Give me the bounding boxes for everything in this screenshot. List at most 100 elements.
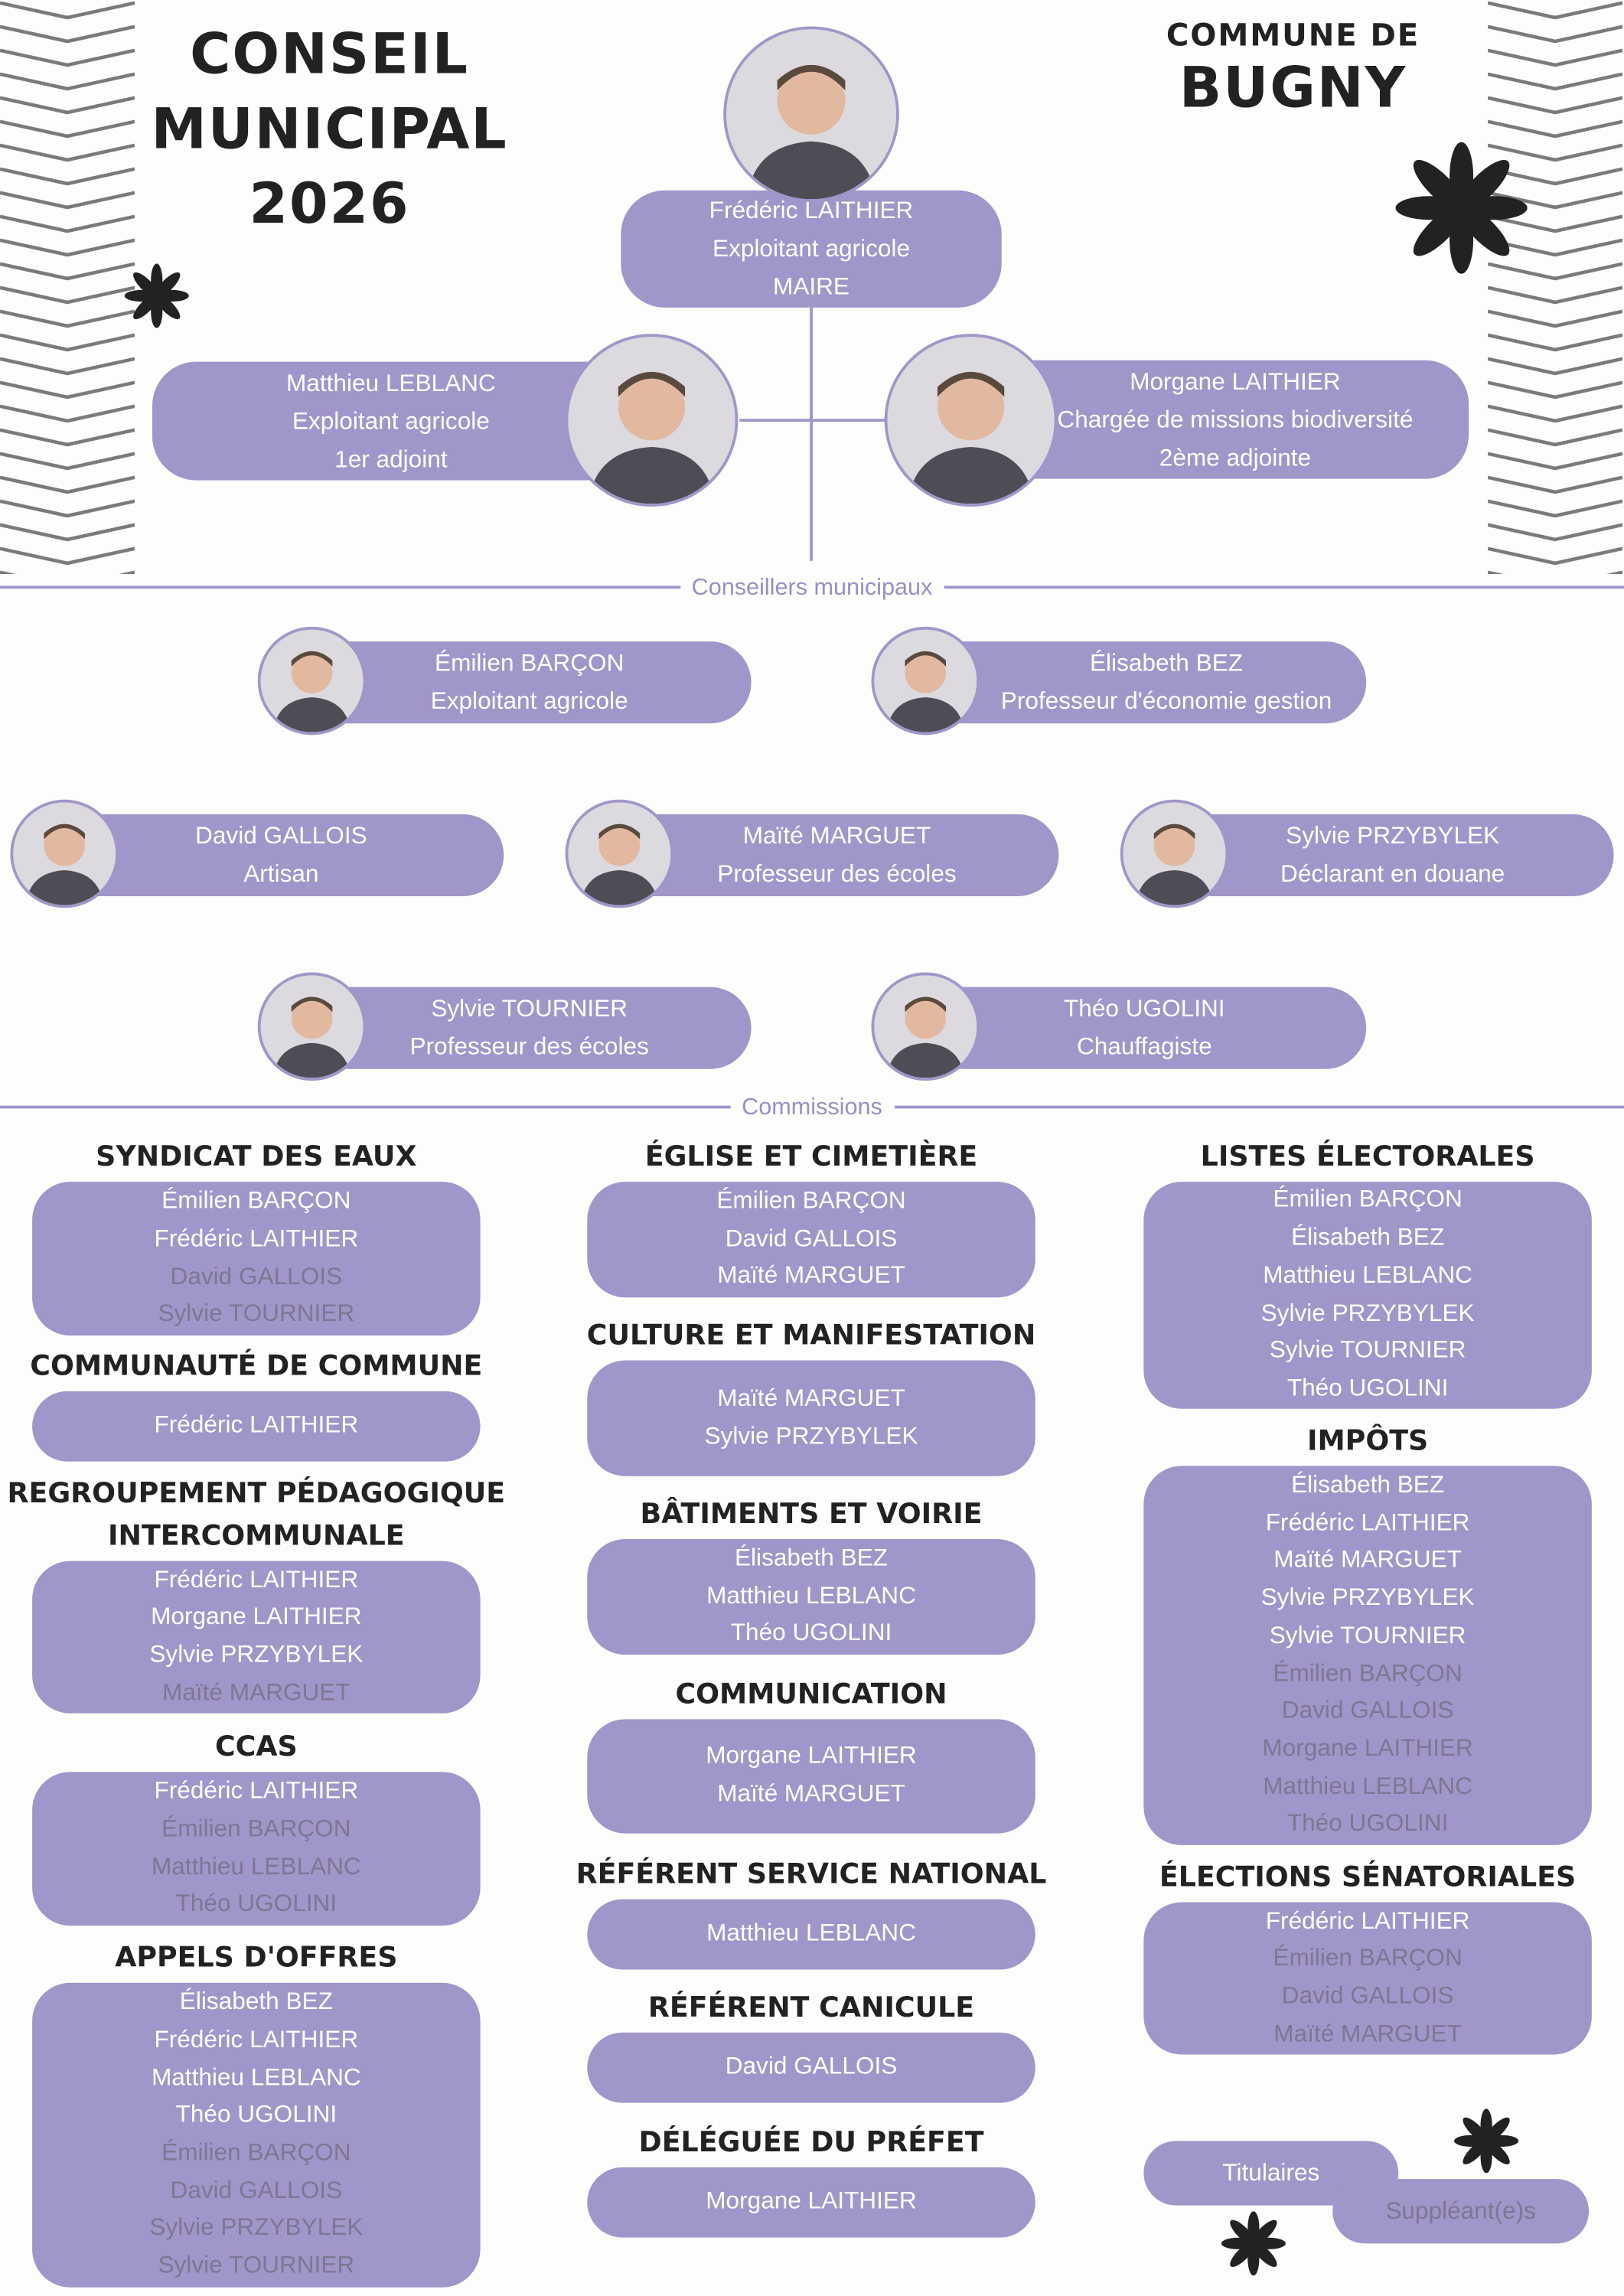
member-titulaire: Maïté MARGUET: [717, 1384, 905, 1412]
legend-titulaires-label: Titulaires: [1222, 2160, 1320, 2187]
commission-title: SYNDICAT DES EAUX: [96, 1140, 417, 1173]
commission-members: David GALLOIS: [587, 2032, 1035, 2103]
commission-title: ÉLECTIONS SÉNATORIALES: [1159, 1861, 1577, 1894]
member-titulaire: Frédéric LAITHIER: [154, 1566, 359, 1593]
member-titulaire: Sylvie PRZYBYLEK: [704, 1422, 918, 1450]
commission-title: RÉFÉRENT CANICULE: [647, 1991, 975, 2024]
section-label-conseillers: Conseillers municipaux: [680, 575, 944, 602]
commission-members: Élisabeth BEZ Matthieu LEBLANC Théo UGOLIN…: [587, 1538, 1035, 1655]
conseiller-photo: [1120, 799, 1229, 908]
member-suppleant: Sylvie TOURNIER: [158, 2252, 355, 2279]
commission-communaute-de-commune: COMMUNAUTÉ DE COMMUNE Frédéric LAITHIER: [30, 1345, 482, 1462]
conseiller-card: Sylvie PRZYBYLEK Déclarant en douane: [1171, 814, 1614, 897]
conseiller-card: Sylvie TOURNIER Professeur des écoles: [307, 987, 752, 1069]
member-titulaire: Sylvie PRZYBYLEK: [1260, 1300, 1475, 1326]
mayor-job: Exploitant agricole: [713, 236, 910, 263]
member-titulaire: Frédéric LAITHIER: [1265, 1907, 1470, 1934]
member-suppleant: Maïté MARGUET: [162, 1679, 351, 1706]
member-titulaire: Élisabeth BEZ: [1291, 1471, 1445, 1499]
commission-members: Matthieu LEBLANC: [587, 1899, 1035, 1970]
conseiller-card: Maïté MARGUET Professeur des écoles: [615, 814, 1059, 897]
member-titulaire: Morgane LAITHIER: [706, 1743, 917, 1769]
commission-members: Maïté MARGUET Sylvie PRZYBYLEK: [587, 1360, 1035, 1476]
member-titulaire: Sylvie PRZYBYLEK: [149, 1641, 364, 1668]
commission-culture-et-manifestation: CULTURE ET MANIFESTATION Maïté MARGUET Sy…: [587, 1315, 1035, 1476]
member-titulaire: David GALLOIS: [725, 1225, 898, 1252]
flower-star-icon: [1395, 142, 1527, 274]
conseiller-name: Maïté MARGUET: [742, 823, 931, 850]
connector-line: [810, 300, 813, 561]
member-titulaire: Sylvie TOURNIER: [1269, 1622, 1466, 1649]
commission-title: REGROUPEMENT PÉDAGOGIQUE INTERCOMMUNALE: [7, 1477, 506, 1553]
legend-suppleants-label: Suppléant(e)s: [1385, 2198, 1536, 2225]
commission-title: COMMUNAUTÉ DE COMMUNE: [30, 1350, 483, 1383]
commission-elections-senatoriales: ÉLECTIONS SÉNATORIALES Frédéric LAITHIER…: [1143, 1857, 1592, 2055]
section-label-commissions: Commissions: [729, 1095, 895, 1122]
commission-eglise-et-cimetiere: ÉGLISE ET CIMETIÈRE Émilien BARÇON David …: [587, 1137, 1035, 1298]
commission-title: ÉGLISE ET CIMETIÈRE: [644, 1140, 978, 1173]
member-titulaire: Sylvie TOURNIER: [1269, 1337, 1466, 1364]
commission-communication: COMMUNICATION Morgane LAITHIER Maïté MARG…: [587, 1674, 1035, 1834]
member-titulaire: Émilien BARÇON: [716, 1187, 906, 1215]
member-titulaire: Morgane LAITHIER: [706, 2187, 917, 2215]
conseiller-job: Professeur d'économie gestion: [1000, 688, 1332, 715]
member-titulaire: Maïté MARGUET: [1273, 1547, 1462, 1574]
conseiller-job: Professeur des écoles: [409, 1033, 649, 1061]
zigzag-decoration-left: [0, 0, 135, 575]
commission-title: CULTURE ET MANIFESTATION: [586, 1319, 1036, 1352]
commission-title: COMMUNICATION: [675, 1678, 947, 1711]
conseiller-name: Théo UGOLINI: [1064, 996, 1225, 1022]
conseiller-photo: [565, 799, 674, 908]
member-suppleant: David GALLOIS: [1281, 1698, 1454, 1724]
member-titulaire: Matthieu LEBLANC: [706, 1582, 916, 1609]
connector-line: [739, 419, 886, 422]
conseiller-card: Théo UGOLINI Chauffagiste: [922, 987, 1367, 1069]
commission-title: APPELS D'OFFRES: [115, 1942, 398, 1975]
member-titulaire: Frédéric LAITHIER: [154, 1411, 359, 1439]
member-titulaire: Matthieu LEBLANC: [1263, 1261, 1472, 1289]
member-suppleant: Sylvie TOURNIER: [158, 1300, 355, 1327]
section-divider: Conseillers municipaux: [0, 575, 1624, 602]
conseiller-photo: [257, 626, 367, 735]
member-suppleant: David GALLOIS: [1281, 1982, 1454, 2010]
conseiller-job: Professeur des écoles: [717, 861, 957, 888]
adjoint-photo: [565, 334, 739, 507]
member-titulaire: Théo UGOLINI: [1286, 1375, 1449, 1401]
commission-title: RÉFÉRENT SERVICE NATIONAL: [576, 1858, 1047, 1891]
commission-members: Morgane LAITHIER: [587, 2167, 1035, 2238]
commission-deleguee-du-prefet: DÉLÉGUÉE DU PRÉFET Morgane LAITHIER: [587, 2122, 1035, 2238]
mayor-photo: [723, 26, 899, 203]
member-suppleant: Émilien BARÇON: [1273, 1945, 1463, 1972]
adjoint-photo: [884, 334, 1058, 507]
commission-title: LISTES ÉLECTORALES: [1200, 1140, 1535, 1173]
member-titulaire: Sylvie PRZYBYLEK: [1260, 1584, 1475, 1611]
member-titulaire: Théo UGOLINI: [175, 2102, 338, 2128]
conseiller-name: Émilien BARÇON: [435, 650, 624, 677]
conseiller-job: Exploitant agricole: [430, 688, 628, 715]
member-titulaire: Maïté MARGUET: [717, 1780, 905, 1808]
adjoint-name: Matthieu LEBLANC: [285, 370, 496, 396]
page-title: CONSEIL MUNICIPAL 2026: [139, 18, 520, 242]
title-line: 2026: [249, 171, 410, 236]
commission-referent-service-national: RÉFÉRENT SERVICE NATIONAL Matthieu LEBLA…: [576, 1854, 1046, 1970]
commission-members: Frédéric LAITHIER Émilien BARÇON David GAL…: [1143, 1902, 1592, 2055]
conseiller-card: David GALLOIS Artisan: [58, 814, 504, 897]
flower-star-icon: [1454, 2108, 1518, 2173]
member-titulaire: Théo UGOLINI: [730, 1619, 892, 1647]
member-suppleant: David GALLOIS: [170, 1263, 343, 1290]
adjoint-role: 2ème adjointe: [1159, 444, 1312, 471]
member-titulaire: Élisabeth BEZ: [734, 1544, 889, 1571]
title-line: CONSEIL: [190, 21, 469, 86]
member-suppleant: Émilien BARÇON: [1273, 1659, 1463, 1687]
legend-suppleants: Suppléant(e)s: [1332, 2179, 1590, 2244]
